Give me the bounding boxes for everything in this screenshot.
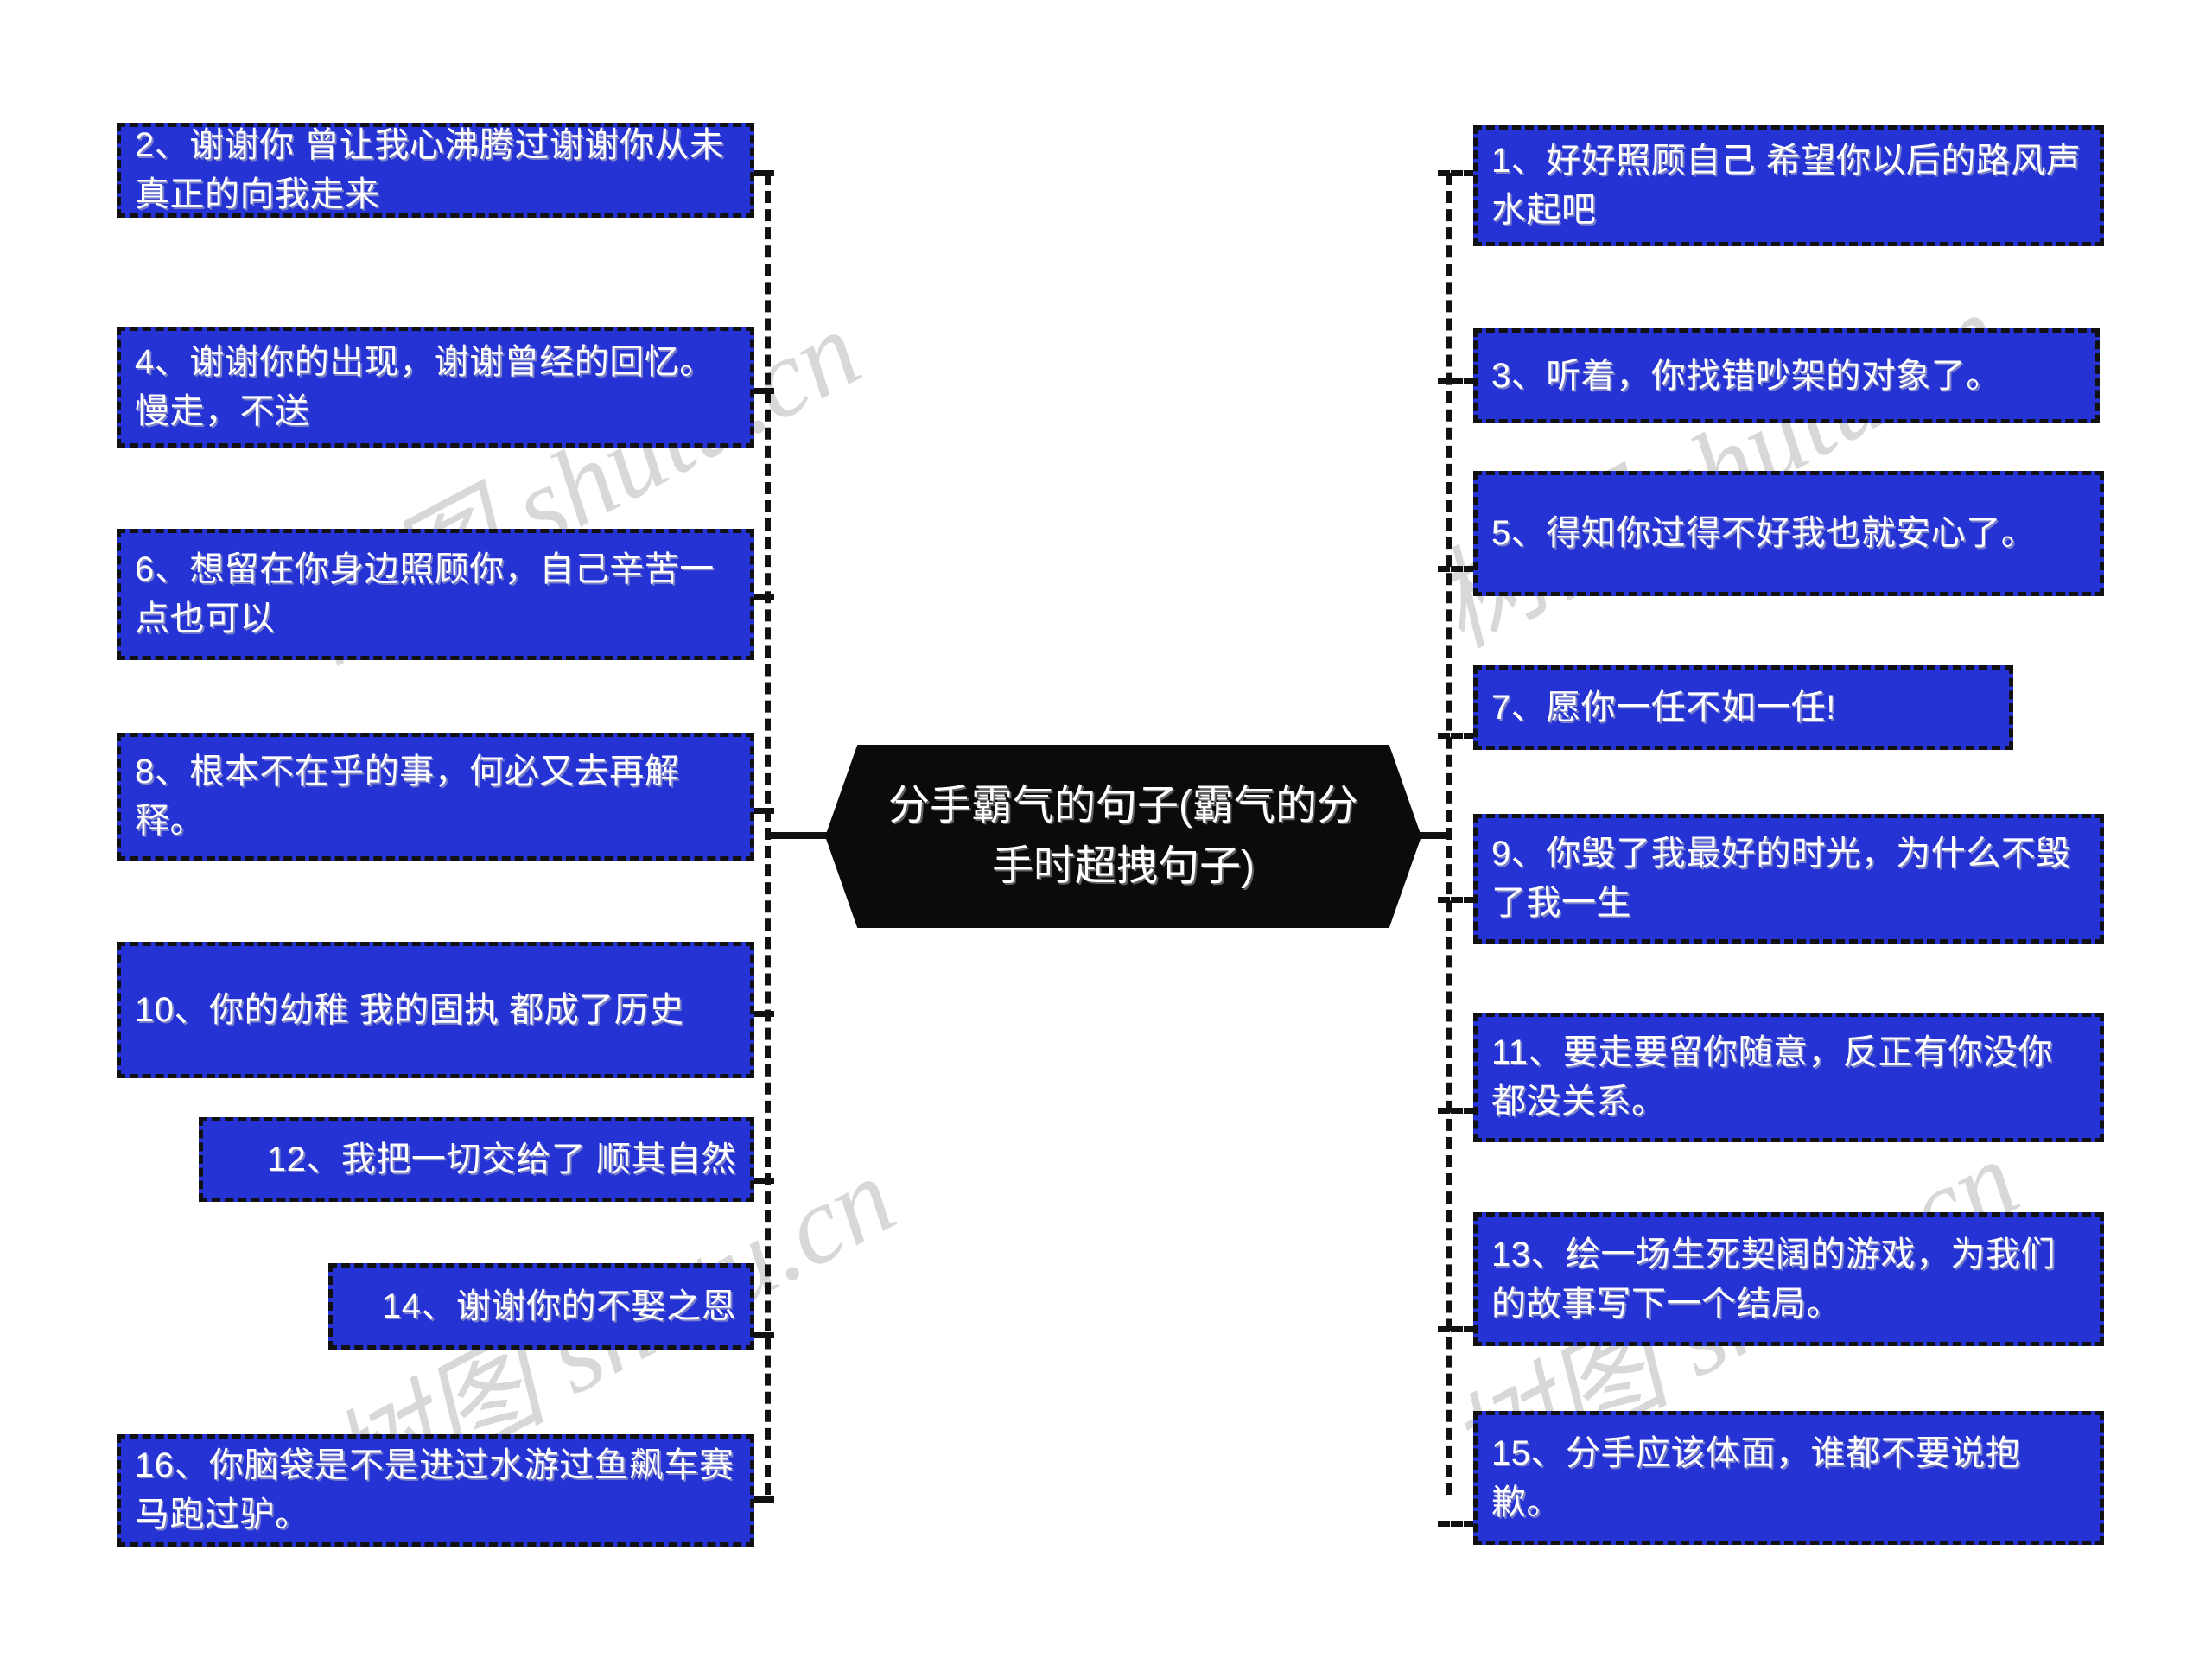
topic-label: 7、愿你一任不如一任! [1491,688,1836,727]
left-stub [753,388,774,394]
topic-node-12[interactable]: 12、我把一切交给了 顺其自然 [199,1117,754,1202]
topic-node-5[interactable]: 5、得知你过得不好我也就安心了。 [1473,471,2104,596]
topic-label: 6、想留在你身边照顾你，自己辛苦一点也可以 [135,550,715,638]
topic-node-3[interactable]: 3、听着，你找错吵架的对象了。 [1473,328,2100,423]
left-stub [753,1011,774,1017]
watermark: 树图 shutu.cn [1400,245,2023,677]
left-stub [753,594,774,600]
topic-node-16[interactable]: 16、你脑袋是不是进过水游过鱼飙车赛马跑过驴。 [117,1434,754,1547]
left-stub [753,1178,774,1184]
topic-label: 15、分手应该体面，谁都不要说抱歉。 [1491,1433,2021,1522]
right-stub [1438,733,1476,739]
right-stub [1438,378,1476,384]
topic-label: 16、你脑袋是不是进过水游过鱼飙车赛马跑过驴。 [135,1446,734,1534]
central-topic-node[interactable]: 分手霸气的句子(霸气的分手时超拽句子) [825,745,1421,928]
topic-label: 5、得知你过得不好我也就安心了。 [1491,514,2037,553]
topic-node-13[interactable]: 13、绘一场生死契阔的游戏，为我们的故事写下一个结局。 [1473,1212,2104,1346]
central-topic-label: 分手霸气的句子(霸气的分手时超拽句子) [888,783,1358,889]
topic-node-8[interactable]: 8、根本不在乎的事，何必又去再解释。 [117,733,754,861]
topic-label: 1、好好照顾自己 希望你以后的路风声水起吧 [1491,142,2082,229]
right-stub [1438,897,1476,903]
topic-node-1[interactable]: 1、好好照顾自己 希望你以后的路风声水起吧 [1473,125,2104,246]
topic-label: 14、谢谢你的不娶之恩 [382,1287,736,1325]
topic-label: 12、我把一切交给了 顺其自然 [266,1140,736,1179]
left-stub [753,1332,774,1338]
left-stub [753,1496,774,1503]
topic-node-11[interactable]: 11、要走要留你随意，反正有你没你都没关系。 [1473,1013,2104,1142]
center-left-connector [765,832,834,839]
topic-node-10[interactable]: 10、你的幼稚 我的固执 都成了历史 [117,942,754,1078]
topic-label: 13、绘一场生死契阔的游戏，为我们的故事写下一个结局。 [1491,1235,2056,1323]
right-stub [1438,1108,1476,1114]
right-stub [1438,170,1476,176]
topic-node-7[interactable]: 7、愿你一任不如一任! [1473,665,2013,750]
topic-node-2[interactable]: 2、谢谢你 曾让我心沸腾过谢谢你从未真正的向我走来 [117,123,754,218]
topic-node-4[interactable]: 4、谢谢你的出现，谢谢曾经的回忆。慢走，不送 [117,327,754,448]
topic-label: 9、你毁了我最好的时光，为什么不毁了我一生 [1491,835,2071,922]
topic-label: 8、根本不在乎的事，何必又去再解释。 [135,753,680,840]
left-stub [753,170,774,176]
topic-label: 3、听着，你找错吵架的对象了。 [1491,356,2001,395]
right-stub [1438,566,1476,572]
left-stub [753,808,774,814]
topic-label: 11、要走要留你随意，反正有你没你都没关系。 [1491,1033,2054,1121]
topic-node-9[interactable]: 9、你毁了我最好的时光，为什么不毁了我一生 [1473,814,2104,944]
topic-label: 4、谢谢你的出现，谢谢曾经的回忆。慢走，不送 [135,343,715,430]
right-stub [1438,1326,1476,1332]
topic-node-14[interactable]: 14、谢谢你的不娶之恩 [328,1263,754,1350]
right-stub [1438,1521,1476,1527]
topic-label: 2、谢谢你 曾让我心沸腾过谢谢你从未真正的向我走来 [135,126,725,213]
topic-label: 10、你的幼稚 我的固执 都成了历史 [135,990,684,1029]
topic-node-6[interactable]: 6、想留在你身边照顾你，自己辛苦一点也可以 [117,529,754,660]
topic-node-15[interactable]: 15、分手应该体面，谁都不要说抱歉。 [1473,1411,2104,1545]
